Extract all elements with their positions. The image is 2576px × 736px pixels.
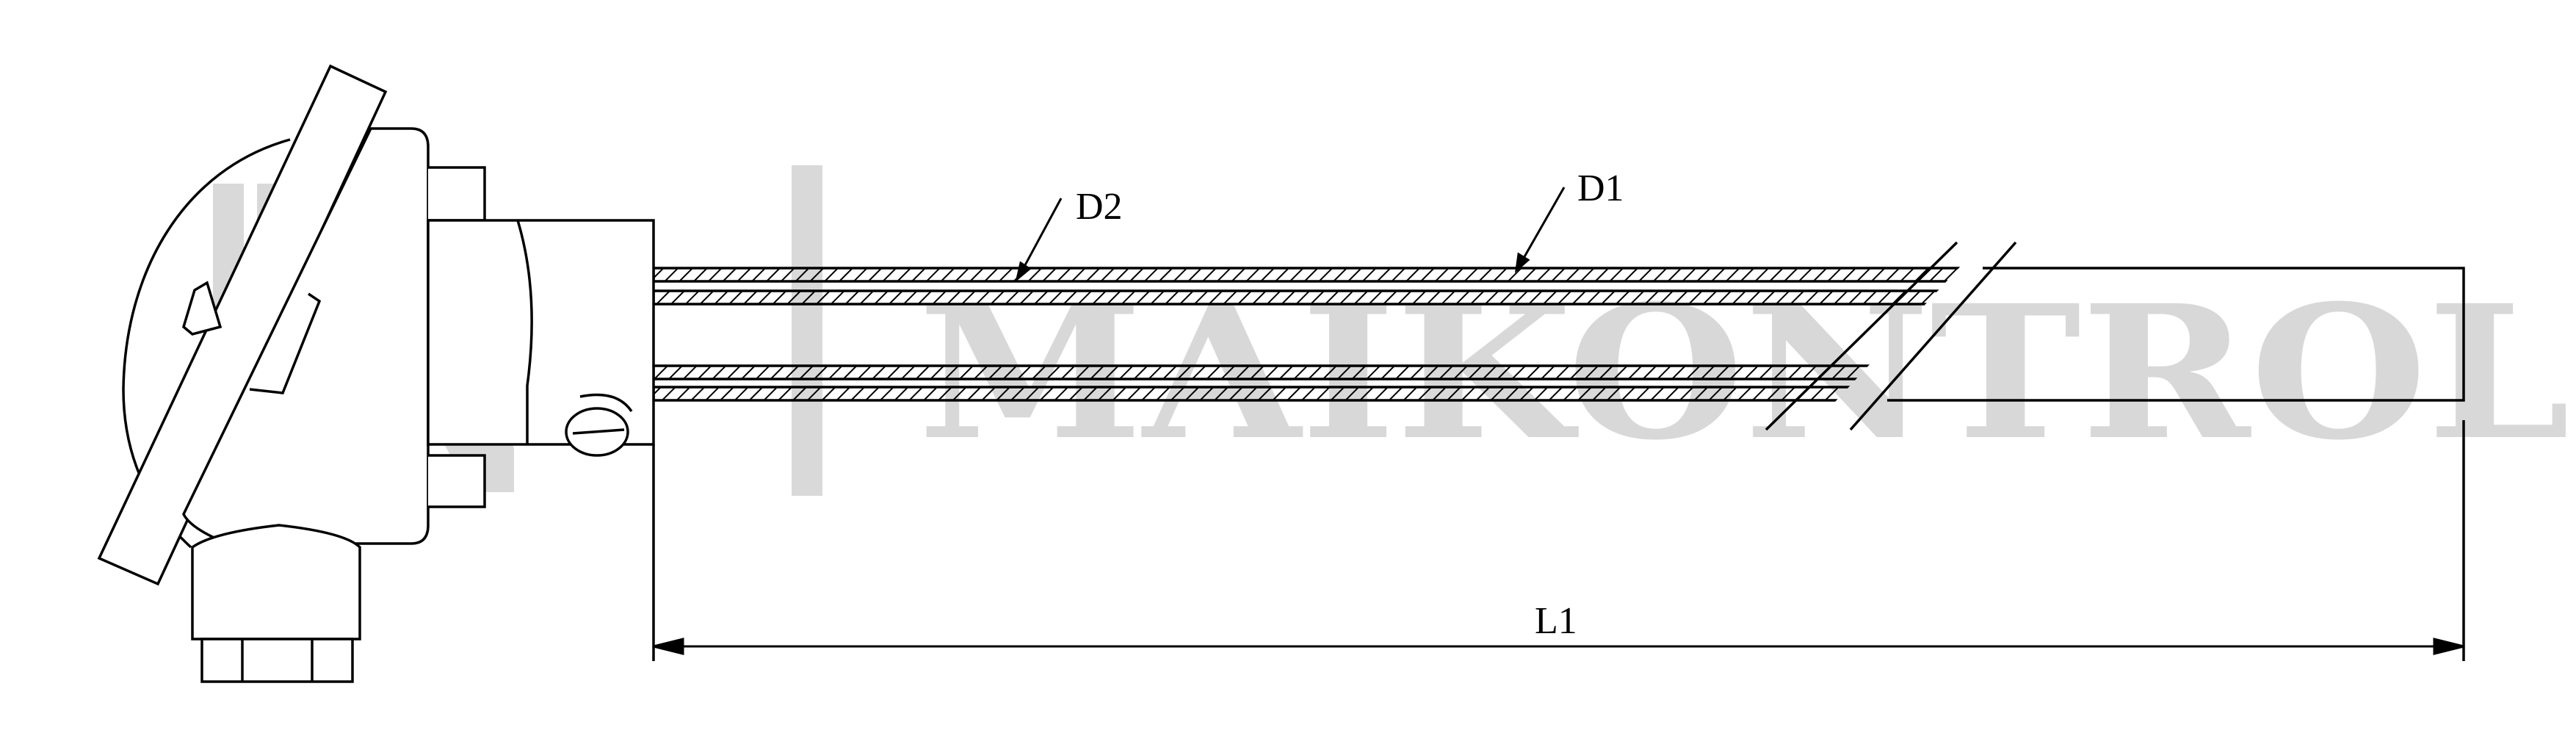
label-d2: D2 bbox=[1076, 186, 1123, 228]
head-lid bbox=[97, 64, 388, 586]
label-l1: L1 bbox=[1535, 600, 1577, 642]
break-line-right bbox=[1849, 241, 2017, 431]
sheath-tube bbox=[652, 241, 2465, 661]
leader-d1 bbox=[1519, 187, 1566, 265]
lid-hinge bbox=[249, 292, 322, 394]
clamp-lug bbox=[579, 393, 633, 413]
gland-body bbox=[191, 524, 361, 641]
gland-nut bbox=[200, 638, 354, 683]
lower-wall-inner bbox=[654, 386, 1983, 402]
lower-wall-outer bbox=[654, 364, 1983, 380]
leaders bbox=[1015, 187, 1566, 282]
upper-wall-inner bbox=[654, 289, 1983, 306]
terminal-head bbox=[97, 64, 655, 683]
clamp-screw-slot bbox=[572, 428, 625, 435]
head-neck-curve bbox=[516, 220, 533, 444]
leader-d2 bbox=[1019, 198, 1063, 274]
label-d1: D1 bbox=[1577, 167, 1624, 209]
tube-right-section bbox=[1887, 267, 2465, 402]
lid-knob bbox=[181, 281, 222, 336]
dimension-l1 bbox=[653, 638, 2464, 655]
upper-wall-outer bbox=[654, 267, 1983, 283]
head-neck bbox=[427, 219, 655, 446]
break-line-left bbox=[1765, 241, 1958, 431]
